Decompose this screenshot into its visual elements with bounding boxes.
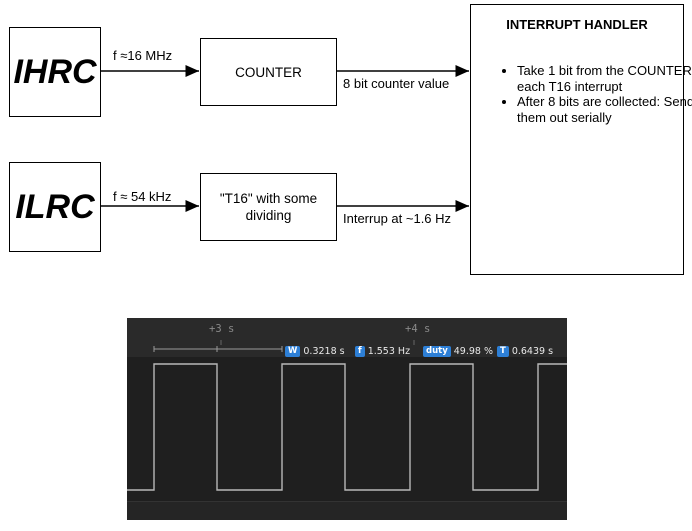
tick-label: +3 s: [209, 323, 235, 335]
measurement-span-marker: [153, 346, 283, 352]
frequency-measurement: f 1.553 Hz: [355, 345, 410, 357]
t16-block: "T16" with some dividing: [200, 173, 337, 241]
counter-block: COUNTER: [200, 38, 337, 106]
handler-item: Take 1 bit from the COUNTER each T16 int…: [517, 63, 692, 94]
duty-measurement: duty 49.98 %: [423, 345, 493, 357]
frequency-value: 1.553 Hz: [367, 345, 411, 357]
width-measurement: W 0.3218 s: [285, 345, 345, 357]
t16-output-label: Interrup at ~1.6 Hz: [343, 211, 452, 226]
width-badge: W: [285, 345, 301, 357]
ilrc-freq-label: f ≈ 54 kHz: [113, 189, 172, 204]
period-value: 0.6439 s: [511, 345, 554, 357]
handler-list: Take 1 bit from the COUNTER each T16 int…: [499, 63, 692, 125]
signal-trace: [127, 363, 567, 491]
ilrc-label: ILRC: [15, 187, 95, 226]
waveform-plot: [127, 340, 567, 491]
ihrc-block: IHRC: [9, 27, 101, 117]
width-value: 0.3218 s: [303, 345, 345, 357]
ihrc-freq-label: f ≈16 MHz: [113, 48, 173, 63]
counter-label: COUNTER: [235, 64, 302, 80]
time-ruler[interactable]: +3 s +4 s: [127, 318, 567, 346]
ihrc-label: IHRC: [13, 52, 97, 91]
period-measurement: T 0.6439 s: [497, 345, 553, 357]
handler-title: INTERRUPT HANDLER: [506, 17, 648, 32]
handler-item: After 8 bits are collected: Send them ou…: [517, 94, 692, 125]
ilrc-block: ILRC: [9, 162, 101, 252]
duty-badge: duty: [423, 345, 451, 357]
tick-label: +4 s: [405, 323, 431, 335]
scope-footer: [127, 501, 567, 520]
counter-output-label: 8 bit counter value: [343, 76, 450, 91]
interrupt-handler-block: INTERRUPT HANDLER Take 1 bit from the CO…: [470, 4, 692, 275]
scope-capture: +3 s +4 s W 0.3218 s f 1.553 Hz duty 49.…: [127, 318, 567, 520]
duty-value: 49.98 %: [453, 345, 493, 357]
period-badge: T: [497, 345, 509, 357]
t16-label: "T16" with some dividing: [219, 191, 318, 223]
measurement-bar: W 0.3218 s f 1.553 Hz duty 49.98 % T 0.6…: [127, 345, 567, 357]
frequency-badge: f: [355, 345, 365, 357]
